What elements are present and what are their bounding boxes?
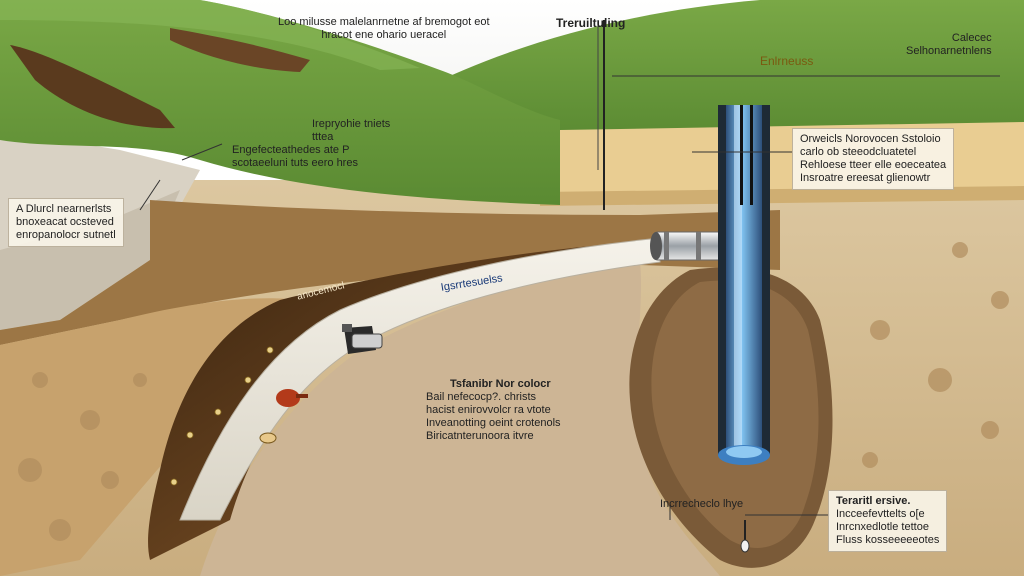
coin-icon <box>267 347 273 353</box>
top-center-label: Loo milusse malelanrnetne af bremogot eo… <box>278 16 490 42</box>
top-right-label: Calecec Selhonarnetnlens <box>906 32 992 58</box>
bottom-right-box: Teraritl ersive. Incceefevttelts o[e Inr… <box>828 490 947 552</box>
coin-icon <box>187 432 193 438</box>
pipe-coupler <box>650 232 724 260</box>
top-mid-label: Treruiltuling <box>556 16 625 30</box>
upper-left-label: Irepryohie tniets tttea Engefecteathedes… <box>232 118 390 170</box>
cavity-label: Tsfanibr Nor colocr Bail nefecocp?. chri… <box>426 378 561 443</box>
right-info-box: Orweicls Norovocen Sstoloio carlo ob ste… <box>792 128 954 190</box>
top-right-tag: Enlrneuss <box>760 54 813 68</box>
left-info-box: A Dlurcl nearnerlsts bnoxeacat ocsteved … <box>8 198 124 247</box>
coin-icon <box>171 479 177 485</box>
well-shaft <box>718 105 770 465</box>
trowel-icon <box>260 433 276 443</box>
coin-icon <box>215 409 221 415</box>
bottom-mid-label: Incrrecheclo lhye <box>660 498 743 511</box>
coin-icon <box>245 377 251 383</box>
